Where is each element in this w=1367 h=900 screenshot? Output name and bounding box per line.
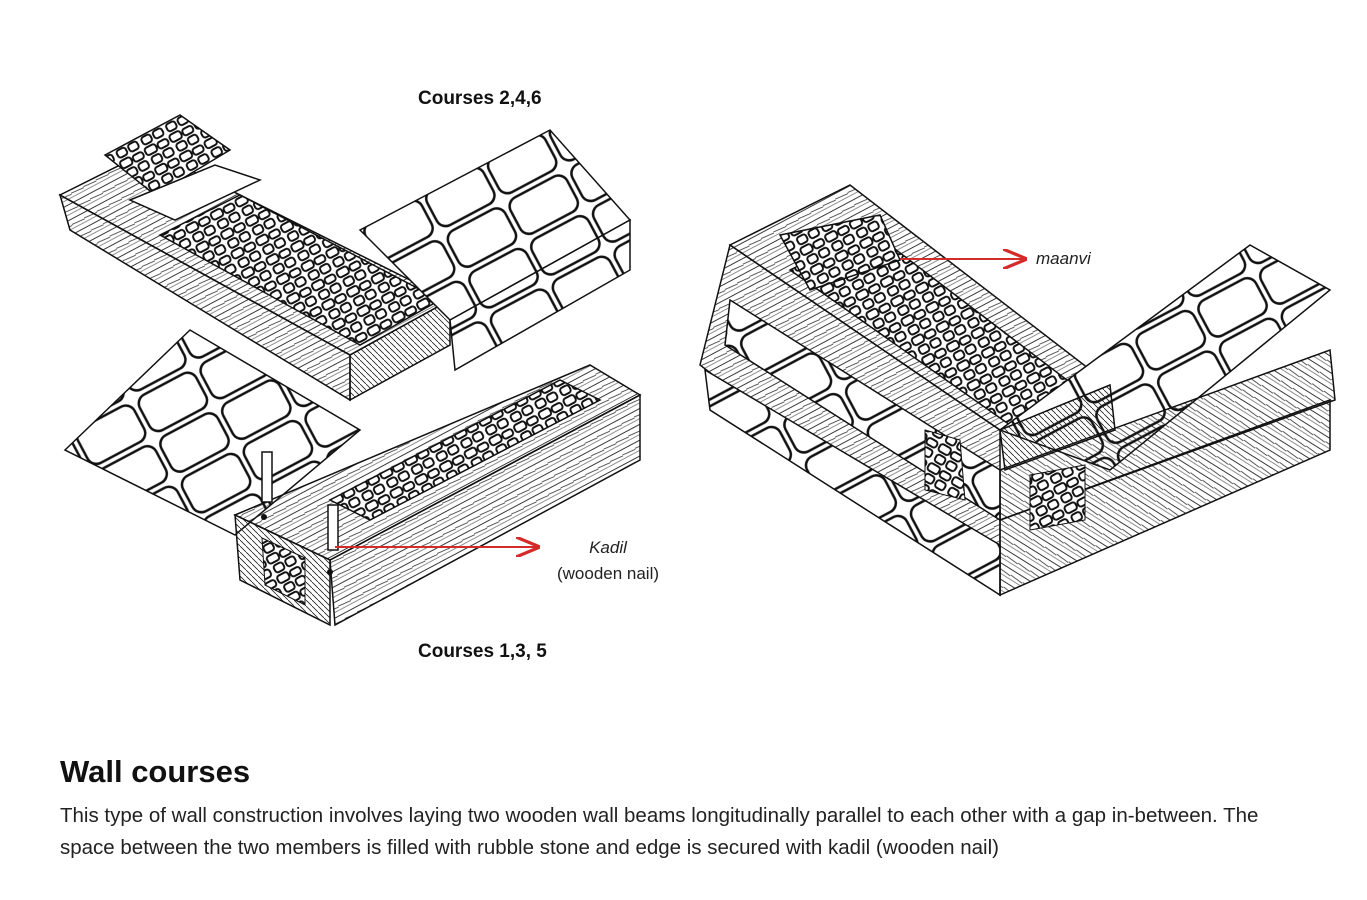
courses-odd-illustration <box>63 329 642 627</box>
courses-even-label: Courses 2,4,6 <box>418 88 542 109</box>
kadil-label: Kadil <box>589 538 627 557</box>
courses-even-illustration <box>58 114 632 402</box>
caption-title: Wall courses <box>60 754 251 789</box>
caption-body: This type of wall construction involves … <box>60 804 1259 859</box>
courses-odd-label: Courses 1,3, 5 <box>418 641 547 662</box>
maanvi-annotation: maanvi <box>1036 246 1091 272</box>
kadil-description: (wooden nail) <box>556 564 660 583</box>
maanvi-label: maanvi <box>1036 249 1091 268</box>
wall-courses-diagram <box>58 114 1336 627</box>
kadil-annotation: Kadil (wooden nail) <box>538 535 678 587</box>
assembled-wall-illustration <box>699 184 1336 597</box>
